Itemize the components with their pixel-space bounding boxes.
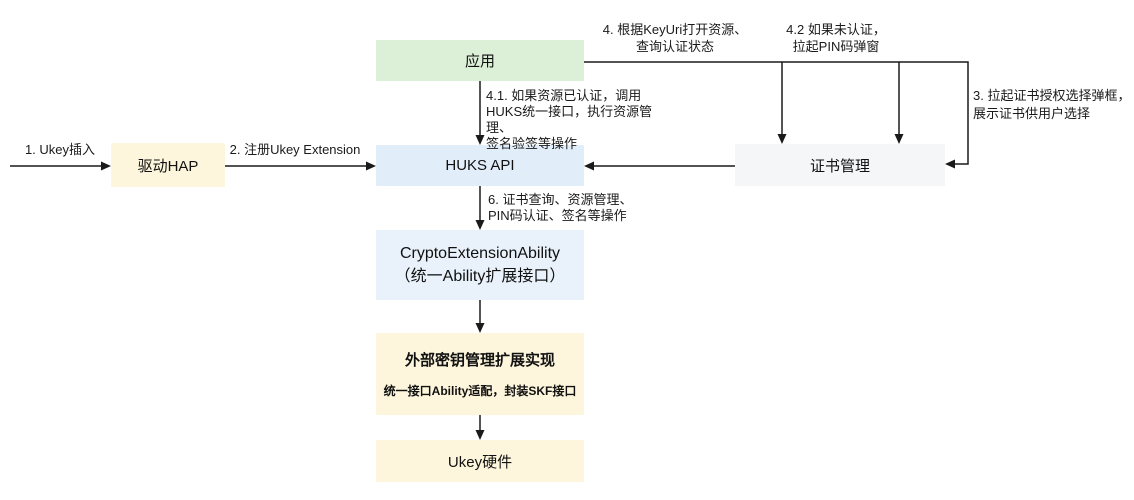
arrow-ukey-insert (10, 161, 111, 171)
arrow-not-authed (894, 62, 904, 144)
node-huks-api-label: HUKS API (445, 157, 515, 174)
node-cert-management: 证书管理 (735, 144, 945, 186)
arrow-app-to-huks (475, 81, 485, 145)
node-external-key-mgmt-impl: 外部密钥管理扩展实现 统一接口Ability适配，封装SKF接口 (376, 333, 584, 415)
node-driver-hap: 驱动HAP (111, 143, 225, 187)
arrow-cert-to-huks (584, 161, 735, 171)
arrow-extimpl-to-ukeyhw (475, 415, 485, 440)
node-application: 应用 (376, 40, 584, 81)
edge-label-ukey-insert: 1. Ukey插入 (24, 142, 96, 157)
node-crypto-line2: （统一Ability扩展接口） (394, 268, 566, 285)
edge-label-not-authed: 4.2 如果未认证， 拉起PIN码弹窗 (786, 22, 886, 54)
arrow-app-around-to-cert (584, 61, 969, 169)
arrow-crypto-to-extimpl (475, 300, 485, 333)
edge-label-register-extension: 2. 注册Ukey Extension (229, 142, 361, 157)
node-application-label: 应用 (464, 53, 495, 70)
node-external-key-mgmt-title: 外部密钥管理扩展实现 (404, 352, 555, 369)
node-huks-api: HUKS API (376, 145, 584, 186)
node-ukey-hardware: Ukey硬件 (376, 440, 584, 482)
node-crypto-line1: CryptoExtensionAbility (399, 244, 561, 262)
node-driver-hap-label: 驱动HAP (137, 157, 199, 175)
node-crypto-extension-ability: CryptoExtensionAbility （统一Ability扩展接口） (376, 230, 584, 300)
edge-label-huks-ops: 6. 证书查询、资源管理、 PIN码认证、签名等操作 (488, 192, 633, 223)
node-external-key-mgmt-subtitle: 统一接口Ability适配，封装SKF接口 (383, 384, 577, 398)
node-cert-management-label: 证书管理 (809, 157, 870, 175)
arrow-huks-to-crypto (475, 186, 485, 230)
node-ukey-hardware-label: Ukey硬件 (447, 453, 513, 471)
edge-label-cert-dialog: 3. 拉起证书授权选择弹框， 展示证书供用户选择 (973, 88, 1131, 121)
edge-label-authed-call: 4.1. 如果资源已认证，调用 HUKS统一接口，执行资源管理、 签名验签等操作 (486, 88, 653, 151)
edge-label-open-resource: 4. 根据KeyUri打开资源、 查询认证状态 (602, 22, 748, 54)
arrow-open-resource (777, 62, 787, 144)
arrow-register-extension (225, 161, 376, 171)
